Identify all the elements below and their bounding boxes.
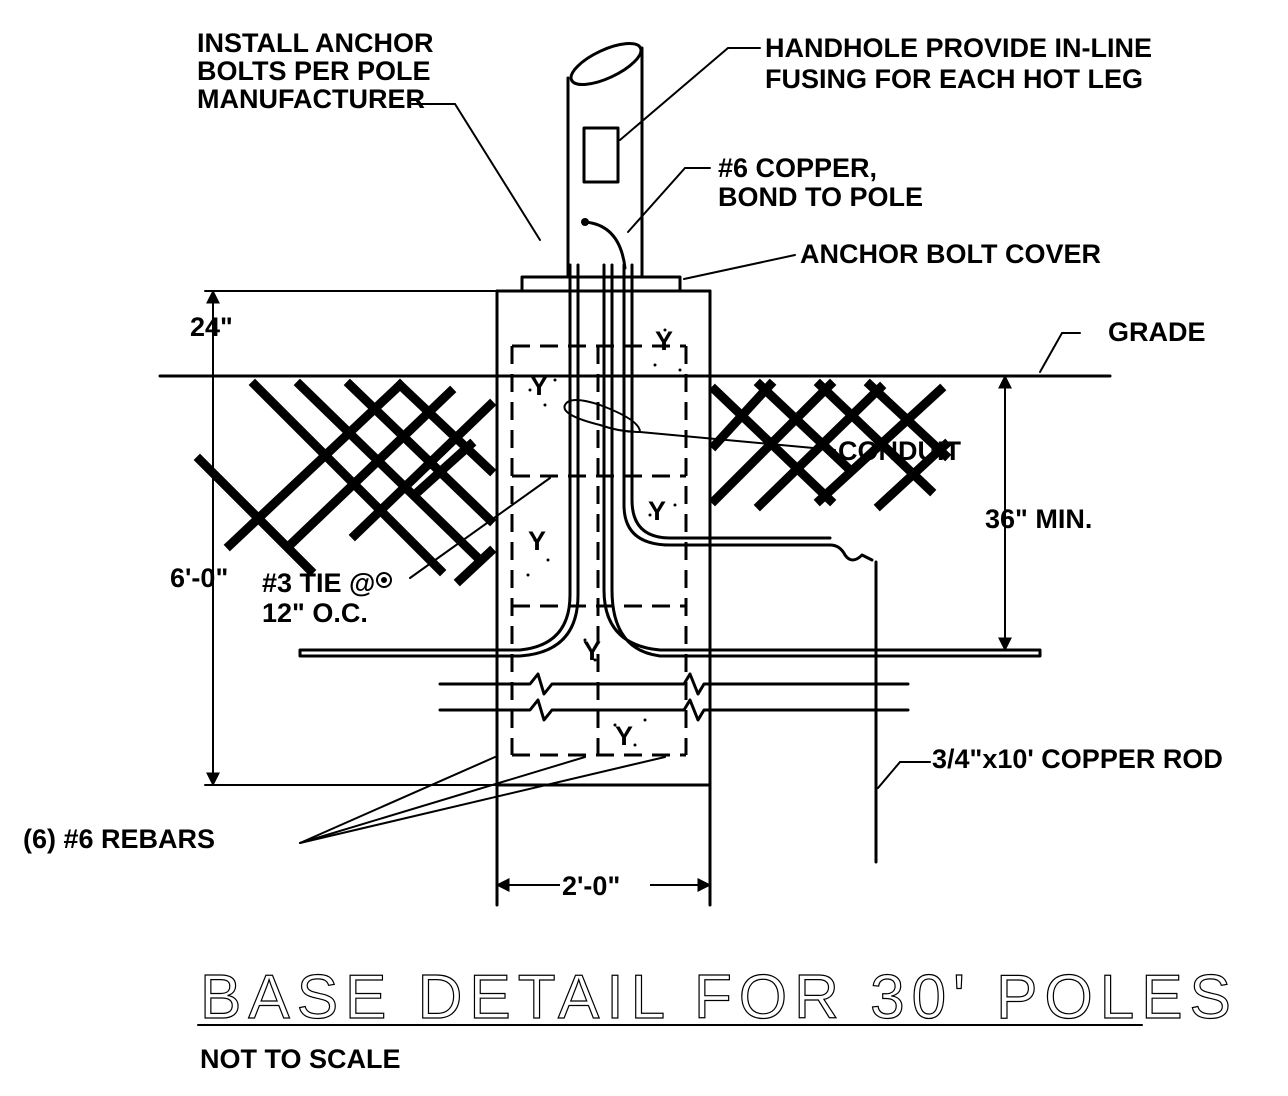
label-conduit: CONDUIT [838,436,961,466]
anchor-bolt-cover [520,275,682,293]
svg-text:Y: Y [648,496,666,526]
drawing-title: BASE DETAIL FOR 30' POLES [200,963,1238,1032]
label-anchor-bolts-1: INSTALL ANCHOR [197,28,434,58]
break-lines [438,672,910,722]
handhole [582,126,620,184]
svg-text:Y: Y [655,326,673,356]
conduit-lines [298,263,1042,658]
label-copper-rod: 3/4"x10' COPPER ROD [932,744,1223,774]
label-copper-bond-2: BOND TO POLE [718,182,923,212]
soil-hatch-right [708,378,952,512]
label-copper-bond-1: #6 COPPER, [718,153,877,183]
concrete-base [495,289,712,907]
svg-text:Y: Y [528,526,546,556]
label-anchor-bolts-2: BOLTS PER POLE [197,56,431,86]
svg-text:Y: Y [530,371,548,401]
label-anchor-bolt-cover: ANCHOR BOLT COVER [800,239,1101,269]
label-grade: GRADE [1108,317,1206,347]
dim-total-depth: 6'-0" [170,563,228,593]
dim-depth-min: 36" MIN. [985,504,1092,534]
label-handhole-2: FUSING FOR EACH HOT LEG [765,64,1143,94]
label-tie-2: 12" O.C. [262,598,368,628]
soil-hatch-left [193,378,497,587]
dim-above-grade: 24" [190,312,233,342]
leader-lines [299,47,1081,844]
drawing-subtitle: NOT TO SCALE [200,1044,401,1074]
pole [520,42,682,293]
bond-wire [583,220,627,270]
dim-width: 2'-0" [562,871,620,901]
svg-text:Y: Y [583,636,601,666]
label-anchor-bolts-3: MANUFACTURER [197,84,425,114]
svg-text:Y: Y [615,721,633,751]
label-rebars: (6) #6 REBARS [23,824,215,854]
label-tie-1: #3 TIE @ [262,568,375,598]
label-handhole-1: HANDHOLE PROVIDE IN-LINE [765,33,1152,63]
concrete-stipple: Y Y Y Y Y Y [526,326,682,751]
rebar-cage [510,344,688,757]
